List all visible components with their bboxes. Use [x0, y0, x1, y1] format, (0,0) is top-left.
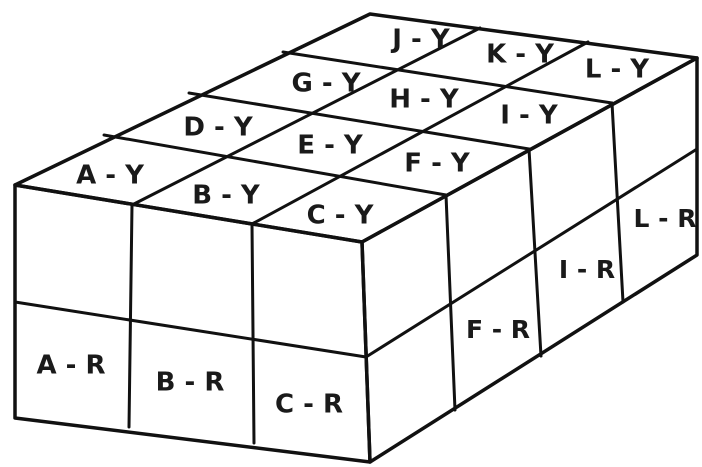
label-b-y: B - Y	[192, 181, 261, 211]
label-j-y: J - Y	[390, 25, 451, 55]
front-col-divider-1	[127, 203, 134, 429]
top-labels: A - Y B - Y C - Y D - Y E - Y F - Y G - …	[76, 25, 650, 231]
front-labels: A - R B - R C - R	[36, 351, 343, 420]
side-labels: F - R I - R L - R	[466, 204, 697, 344]
label-f-y: F - Y	[404, 149, 471, 179]
label-h-y: H - Y	[389, 85, 460, 115]
label-e-y: E - Y	[297, 131, 364, 161]
top-row-divider-2	[187, 91, 531, 151]
label-i-r: I - R	[559, 255, 615, 284]
side-row-divider	[364, 147, 699, 359]
side-col-divider-2	[527, 147, 543, 358]
label-l-y: L - Y	[585, 55, 650, 85]
side-face-outline	[360, 56, 699, 464]
side-face	[360, 56, 699, 464]
label-k-y: K - Y	[486, 40, 555, 70]
top-col-divider-1	[130, 26, 482, 207]
side-col-divider-1	[444, 193, 457, 412]
label-a-y: A - Y	[76, 161, 145, 191]
label-a-r: A - R	[36, 351, 105, 381]
top-col-divider-2	[250, 40, 590, 226]
top-row-divider-1	[102, 133, 448, 197]
label-f-r: F - R	[466, 315, 530, 344]
label-c-y: C - Y	[307, 201, 375, 231]
label-i-y: I - Y	[500, 101, 559, 131]
front-col-divider-2	[250, 222, 256, 445]
label-b-r: B - R	[156, 368, 225, 398]
label-c-r: C - R	[275, 390, 343, 420]
label-d-y: D - Y	[183, 113, 253, 143]
side-col-divider-3	[610, 101, 625, 304]
label-g-y: G - Y	[291, 69, 361, 99]
label-l-r: L - R	[634, 204, 697, 233]
top-row-divider-3	[281, 50, 614, 105]
front-row-divider	[13, 300, 368, 359]
